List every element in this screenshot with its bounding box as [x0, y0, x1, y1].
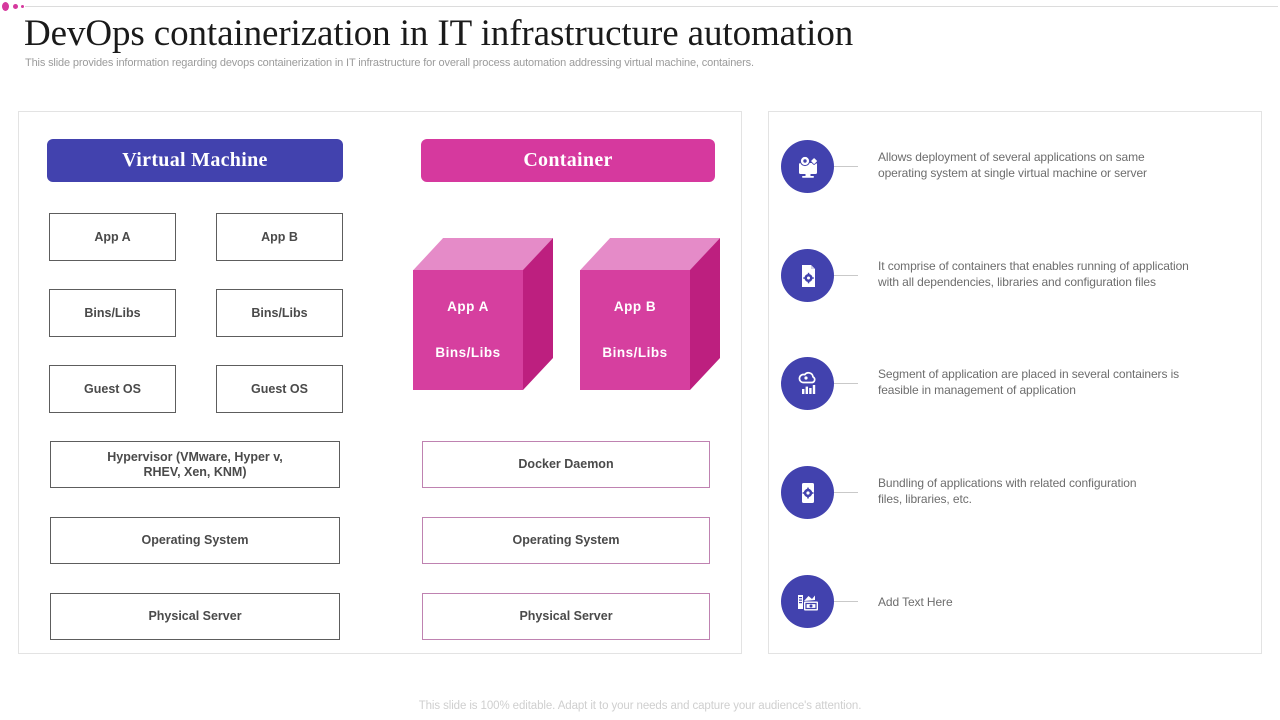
benefit-text-2-line1: It comprise of containers that enables r…: [878, 259, 1189, 273]
vm-app-b-label: App B: [261, 229, 298, 244]
cube-b-front-face: [580, 270, 690, 390]
cube-a-app-label: App A: [447, 299, 489, 314]
header-rule: [25, 6, 1278, 7]
container-operating-system-box: Operating System: [422, 517, 710, 564]
vm-operating-system-box: Operating System: [50, 517, 340, 564]
vm-operating-system-label: Operating System: [141, 533, 249, 547]
cloud-analytics-icon: [781, 357, 834, 410]
vm-hypervisor-label-line2: RHEV, Xen, KNM): [143, 464, 247, 479]
benefit-text-1-line2: operating system at single virtual machi…: [878, 166, 1147, 180]
presentation-chart-icon: [781, 575, 834, 628]
container-operating-system-label: Operating System: [512, 533, 620, 547]
benefit-item-1: Allows deployment of several application…: [781, 140, 1241, 194]
container-docker-daemon-label: Docker Daemon: [518, 457, 614, 471]
container-docker-daemon-box: Docker Daemon: [422, 441, 710, 488]
benefit-connector-line-4: [834, 492, 858, 493]
benefit-text-4-line2: files, libraries, etc.: [878, 492, 972, 506]
vm-hypervisor-box: Hypervisor (VMware, Hyper v, RHEV, Xen, …: [50, 441, 340, 488]
accent-dot-medium: [13, 4, 18, 9]
vm-physical-server-box: Physical Server: [50, 593, 340, 640]
page-title: DevOps containerization in IT infrastruc…: [24, 13, 854, 54]
vm-guest-os-b-label: Guest OS: [251, 381, 308, 396]
page-subtitle: This slide provides information regardin…: [25, 57, 754, 69]
cube-b-app-label: App B: [613, 299, 657, 314]
container-header: Container: [421, 139, 715, 182]
document-gear-icon: [781, 249, 834, 302]
benefit-text-2: It comprise of containers that enables r…: [878, 258, 1238, 290]
vm-bins-b-box: Bins/Libs: [216, 289, 343, 337]
file-settings-icon: [781, 466, 834, 519]
benefit-text-4-line1: Bundling of applications with related co…: [878, 476, 1137, 490]
benefit-connector-line-3: [834, 383, 858, 384]
container-cube-a: App A Bins/Libs: [413, 238, 553, 390]
monitor-gears-icon: [781, 140, 834, 193]
benefit-item-5: Add Text Here: [781, 575, 1241, 629]
cube-b-bins-label: Bins/Libs: [602, 345, 668, 360]
benefits-panel: [768, 111, 1262, 654]
vm-bins-b-label: Bins/Libs: [251, 305, 308, 320]
vm-bins-a-box: Bins/Libs: [49, 289, 176, 337]
benefit-item-3: Segment of application are placed in sev…: [781, 357, 1241, 411]
benefit-text-4: Bundling of applications with related co…: [878, 475, 1238, 507]
container-cube-b: App B Bins/Libs: [580, 238, 720, 390]
benefit-text-3: Segment of application are placed in sev…: [878, 366, 1238, 398]
top-decoration: [0, 0, 1280, 16]
benefit-text-3-line2: feasible in management of application: [878, 383, 1076, 397]
cube-a-front-face: [413, 270, 523, 390]
cube-a-bins-label: Bins/Libs: [435, 345, 501, 360]
virtual-machine-header: Virtual Machine: [47, 139, 343, 182]
vm-app-a-box: App A: [49, 213, 176, 261]
benefit-text-5-line1: Add Text Here: [878, 595, 953, 609]
benefit-text-1: Allows deployment of several application…: [878, 149, 1238, 181]
vm-guest-os-a-label: Guest OS: [84, 381, 141, 396]
vm-app-a-label: App A: [94, 229, 131, 244]
container-heading-label: Container: [523, 149, 613, 171]
benefit-text-5: Add Text Here: [878, 594, 1238, 610]
vm-bins-a-label: Bins/Libs: [84, 305, 141, 320]
benefit-text-2-line2: with all dependencies, libraries and con…: [878, 275, 1156, 289]
vm-physical-server-label: Physical Server: [148, 609, 242, 623]
benefit-item-2: It comprise of containers that enables r…: [781, 249, 1241, 303]
benefit-text-1-line1: Allows deployment of several application…: [878, 150, 1145, 164]
benefit-item-4: Bundling of applications with related co…: [781, 466, 1241, 520]
benefit-connector-line-5: [834, 601, 858, 602]
container-physical-server-box: Physical Server: [422, 593, 710, 640]
vm-guest-os-a-box: Guest OS: [49, 365, 176, 413]
benefit-connector-line-2: [834, 275, 858, 276]
vm-app-b-box: App B: [216, 213, 343, 261]
accent-dot-large: [2, 2, 9, 11]
footer-note: This slide is 100% editable. Adapt it to…: [418, 700, 862, 712]
container-physical-server-label: Physical Server: [519, 609, 613, 623]
benefit-connector-line-1: [834, 166, 858, 167]
vm-hypervisor-label-line1: Hypervisor (VMware, Hyper v,: [107, 449, 283, 464]
accent-dot-small: [21, 5, 24, 8]
virtual-machine-heading-label: Virtual Machine: [122, 149, 268, 171]
benefit-text-3-line1: Segment of application are placed in sev…: [878, 367, 1180, 381]
vm-guest-os-b-box: Guest OS: [216, 365, 343, 413]
